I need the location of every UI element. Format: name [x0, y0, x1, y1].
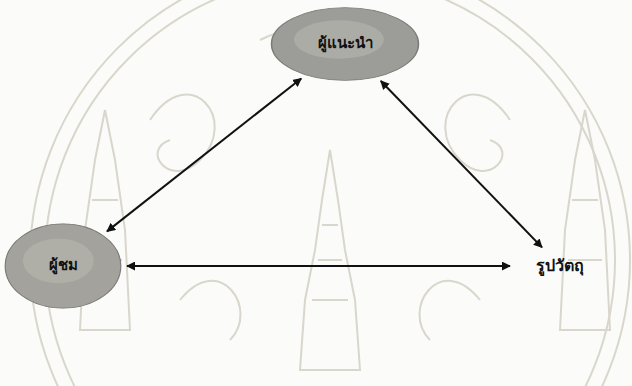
- double-arrow: [127, 265, 510, 267]
- double-arrow: [107, 78, 301, 231]
- object-label: รูปวัตถุ: [515, 251, 605, 281]
- viewer-ellipse: ผู้ชม: [4, 223, 122, 309]
- double-arrow: [381, 81, 542, 247]
- node-text: รูปวัตถุ: [536, 256, 584, 277]
- guide-ellipse: ผู้แนะนำ: [270, 7, 420, 81]
- node-text: ผู้แนะนำ: [318, 34, 373, 54]
- node-text: ผู้ชม: [49, 256, 78, 276]
